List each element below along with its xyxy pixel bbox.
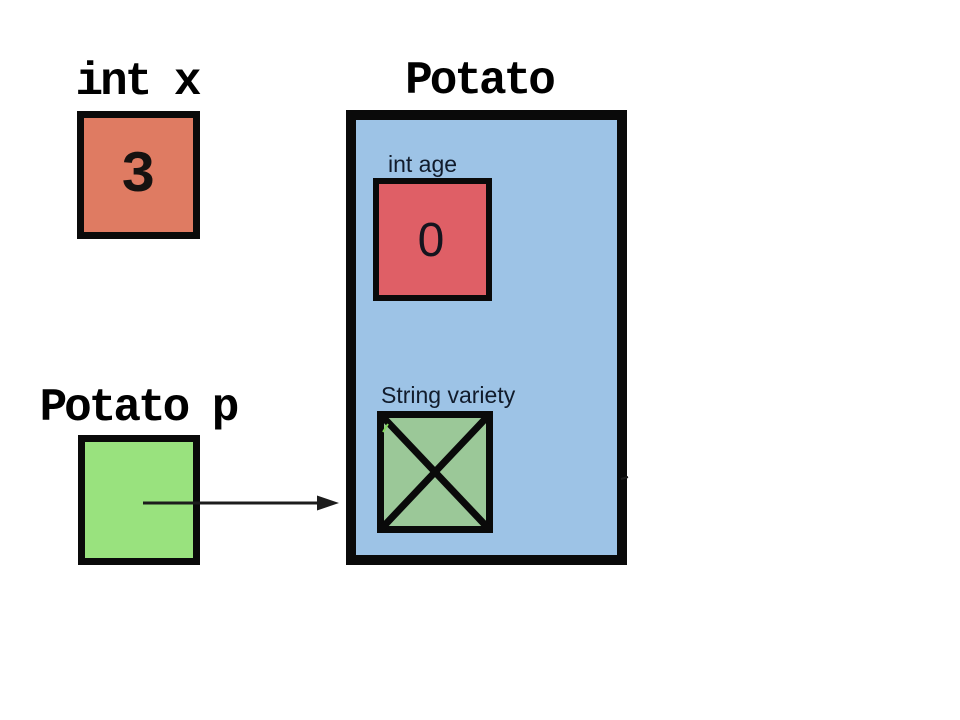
potato-p-label: Potato p [40,382,238,434]
age-value-box [373,178,492,301]
age-field-label: int age [388,151,457,177]
int-x-value: 3 [121,144,156,209]
null-cross-diagonal-2 [377,411,493,533]
reference-arrow-head [317,495,339,511]
int-x-label: int x [75,56,200,108]
stray-mark-green-slash [382,423,389,433]
stray-mark-right-tick [620,476,629,480]
potato-p-box [78,435,200,565]
age-value: 0 [418,214,445,267]
int-x-box [77,111,200,239]
variety-field-label: String variety [381,382,516,408]
potato-object-title: Potato [405,55,554,107]
reference-arrow [143,495,339,511]
null-cross-icon [377,411,493,533]
